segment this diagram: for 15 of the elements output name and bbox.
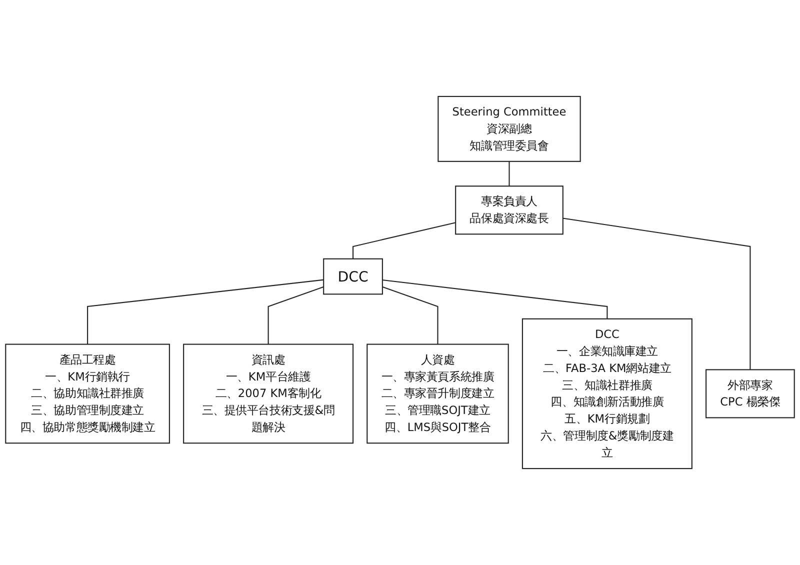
node-box: 專案負責人 品保處資深處長 (455, 186, 564, 235)
node-box: 人資處 一、專家黃頁系統推廣 二、專家晉升制度建立 三、管理職SOJT建立 四、LMS與SOJT整合 (366, 344, 509, 444)
node-box: 外部專家 CPC 楊榮傑 (706, 369, 795, 418)
connector (382, 279, 608, 319)
node-box: 產品工程處 一、KM行銷執行 二、協助知識社群推廣 三、協助管理制度建立 四、協助常態獎勵機制建立 (5, 344, 170, 444)
connector (87, 279, 324, 344)
connector (382, 286, 438, 344)
connector (562, 218, 751, 370)
connector (268, 286, 324, 344)
connector (508, 161, 510, 186)
node-box: Steering Committee 資深副總 知識管理委員會 (438, 96, 581, 162)
node-box: 資訊處 一、KM平台維護 二、2007 KM客制化 三、提供平台技術支援&問題解決 (183, 344, 354, 444)
node-box: DCC (323, 258, 383, 295)
connector (352, 222, 456, 259)
node-box: DCC 一、企業知識庫建立 二、FAB-3A KM網站建立 三、知識社群推廣 四、知識創新活動推廣 五、KM行銷規劃 六、管理制度&獎勵制度建立 (522, 318, 692, 470)
